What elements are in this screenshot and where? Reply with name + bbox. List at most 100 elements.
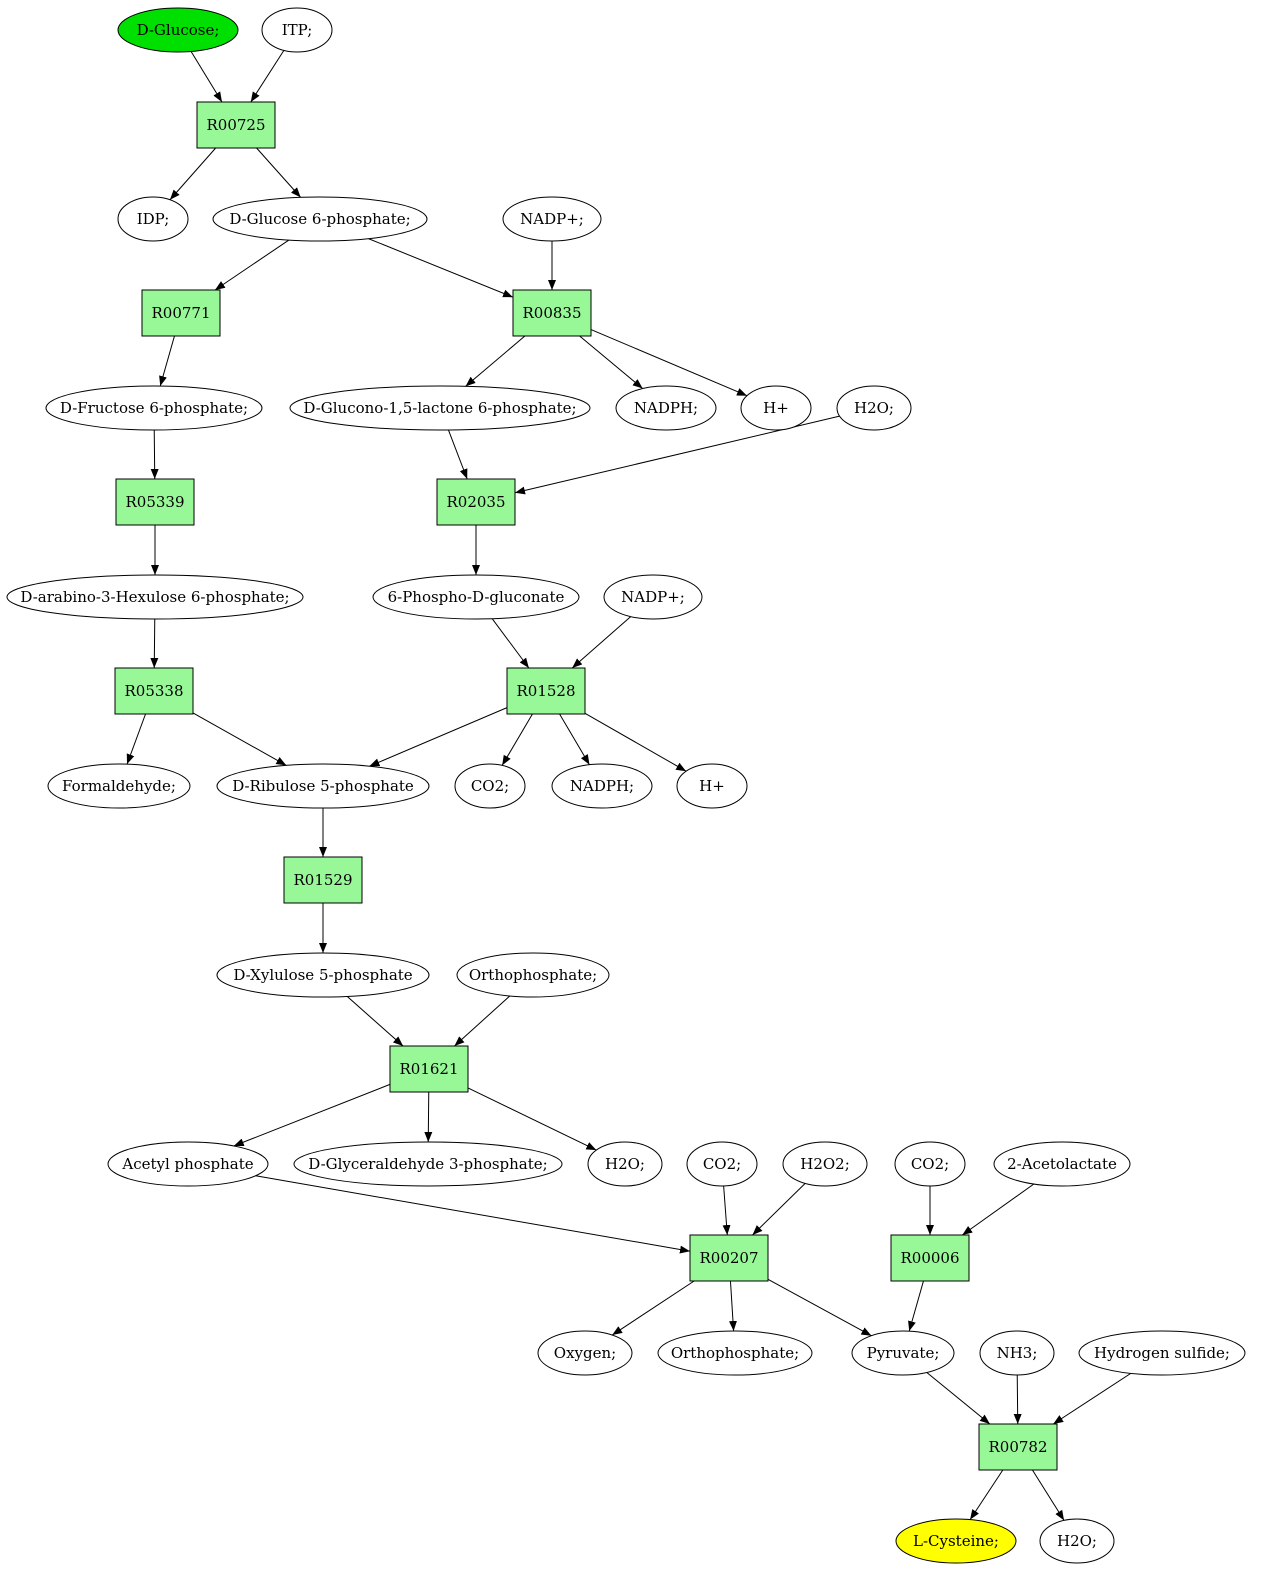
- edge-r05338-to-formaldehyde: [126, 713, 146, 765]
- node-ellipse: [6, 574, 304, 620]
- node-ellipse: [107, 1141, 269, 1187]
- metabolite-node-ortho2: Orthophosphate;: [657, 1330, 813, 1376]
- node-label: H+: [763, 399, 789, 417]
- edges-layer: [126, 50, 1132, 1521]
- edge-r01528-to-nadph2: [559, 713, 590, 765]
- node-ellipse: [895, 1518, 1017, 1564]
- edge-g6p-to-r00771: [214, 239, 290, 291]
- node-label: CO2;: [471, 777, 509, 795]
- edge-hexulose-to-r05338: [150, 618, 159, 669]
- metabolite-node-co2b: CO2;: [686, 1141, 758, 1187]
- node-ellipse: [261, 7, 333, 53]
- edge-acetolactate-to-r00006: [962, 1183, 1035, 1236]
- metabolite-node-nh3: NH3;: [979, 1330, 1055, 1376]
- node-ellipse: [615, 385, 717, 431]
- reaction-node-r00771: R00771: [141, 289, 221, 337]
- edge-h2s-to-r00782: [1052, 1372, 1132, 1425]
- node-ellipse: [45, 385, 263, 431]
- reaction-node-r01529: R01529: [283, 856, 363, 904]
- node-label: R00207: [699, 1249, 758, 1267]
- node-label: R01529: [293, 871, 352, 889]
- metabolite-node-nadph2: NADPH;: [551, 763, 653, 809]
- metabolite-node-acetylp: Acetyl phosphate: [107, 1141, 269, 1187]
- metabolite-node-f6p: D-Fructose 6-phosphate;: [45, 385, 263, 431]
- node-label: Pyruvate;: [867, 1344, 940, 1362]
- node-label: NADP+;: [520, 210, 584, 228]
- reaction-node-r01528: R01528: [506, 667, 586, 715]
- node-label: CO2;: [911, 1155, 949, 1173]
- node-label: R00771: [151, 304, 210, 322]
- metabolite-node-h2o2: H2O;: [587, 1141, 663, 1187]
- node-label: R00835: [522, 304, 581, 322]
- node-label: Acetyl phosphate: [121, 1155, 253, 1173]
- node-ellipse: [894, 1141, 966, 1187]
- node-ellipse: [212, 196, 428, 242]
- node-label: Oxygen;: [554, 1344, 616, 1362]
- reaction-node-r00835: R00835: [512, 289, 592, 337]
- edge-r00835-to-nadph1: [579, 335, 643, 389]
- node-label: D-Glucono-1,5-lactone 6-phosphate;: [303, 399, 576, 417]
- edge-nadp2-to-r01528: [571, 616, 632, 669]
- node-label: D-Xylulose 5-phosphate: [233, 966, 412, 984]
- edge-r00782-to-h2o3: [1032, 1469, 1065, 1521]
- edge-itp-to-r00725: [250, 50, 285, 103]
- node-ellipse: [993, 1141, 1131, 1187]
- metabolite-node-pgluconate: 6-Phospho-D-gluconate: [372, 574, 580, 620]
- node-ellipse: [47, 763, 191, 809]
- node-label: H2O;: [854, 399, 894, 417]
- edge-r00207-to-oxygen: [611, 1280, 695, 1336]
- edge-r00835-to-glucono: [465, 335, 526, 387]
- edge-pgluconate-to-r01528: [491, 618, 530, 669]
- metabolite-node-itp: ITP;: [261, 7, 333, 53]
- node-label: D-Glucose 6-phosphate;: [229, 210, 410, 228]
- node-label: D-Fructose 6-phosphate;: [60, 399, 248, 417]
- edge-r01621-to-h2o2: [467, 1087, 597, 1151]
- node-ellipse: [1039, 1518, 1115, 1564]
- metabolite-node-nadph1: NADPH;: [615, 385, 717, 431]
- metabolite-node-hexulose: D-arabino-3-Hexulose 6-phosphate;: [6, 574, 304, 620]
- edge-ortho1-to-r01621: [454, 995, 511, 1047]
- node-box: [512, 289, 592, 337]
- reaction-node-r00725: R00725: [196, 101, 276, 149]
- node-label: R00006: [900, 1249, 959, 1267]
- edge-g6p-to-r00835: [368, 238, 514, 298]
- node-label: IDP;: [137, 210, 170, 228]
- edge-r01621-to-g3p: [424, 1091, 433, 1143]
- node-box: [978, 1423, 1058, 1471]
- node-label: NADPH;: [570, 777, 634, 795]
- edge-r00835-to-h1: [590, 329, 748, 397]
- edge-r05338-to-ribulose: [192, 712, 287, 766]
- metabolite-node-h2o3: H2O;: [1039, 1518, 1115, 1564]
- node-label: H+: [699, 777, 725, 795]
- node-box: [114, 667, 194, 715]
- metabolite-node-nadp2: NADP+;: [603, 574, 703, 620]
- edge-r00207-to-ortho2: [728, 1280, 737, 1332]
- node-ellipse: [551, 763, 653, 809]
- node-ellipse: [657, 1330, 813, 1376]
- edge-r00006-to-pyruvate: [908, 1280, 924, 1332]
- node-label: CO2;: [703, 1155, 741, 1173]
- node-box: [689, 1234, 769, 1282]
- metabolite-node-ribulose: D-Ribulose 5-phosphate: [216, 763, 430, 809]
- metabolite-node-ortho1: Orthophosphate;: [456, 952, 610, 998]
- node-label: R01528: [516, 682, 575, 700]
- reaction-node-r02035: R02035: [436, 478, 516, 526]
- node-label: R00725: [206, 116, 265, 134]
- node-box: [115, 478, 195, 526]
- node-ellipse: [216, 952, 430, 998]
- node-ellipse: [293, 1141, 563, 1187]
- node-box: [389, 1045, 469, 1093]
- node-ellipse: [454, 763, 526, 809]
- edge-r00725-to-g6p: [256, 147, 302, 198]
- metabolite-node-xylulose: D-Xylulose 5-phosphate: [216, 952, 430, 998]
- metabolite-node-h2o2b: H2O2;: [782, 1141, 868, 1187]
- node-box: [196, 101, 276, 149]
- node-label: H2O;: [605, 1155, 645, 1173]
- node-box: [141, 289, 221, 337]
- edge-dglucose-to-r00725: [190, 51, 223, 103]
- metabolite-node-nadp1: NADP+;: [502, 196, 602, 242]
- metabolite-node-h2: H+: [676, 763, 748, 809]
- edge-f6p-to-r05339: [150, 429, 159, 480]
- node-label: NADP+;: [621, 588, 685, 606]
